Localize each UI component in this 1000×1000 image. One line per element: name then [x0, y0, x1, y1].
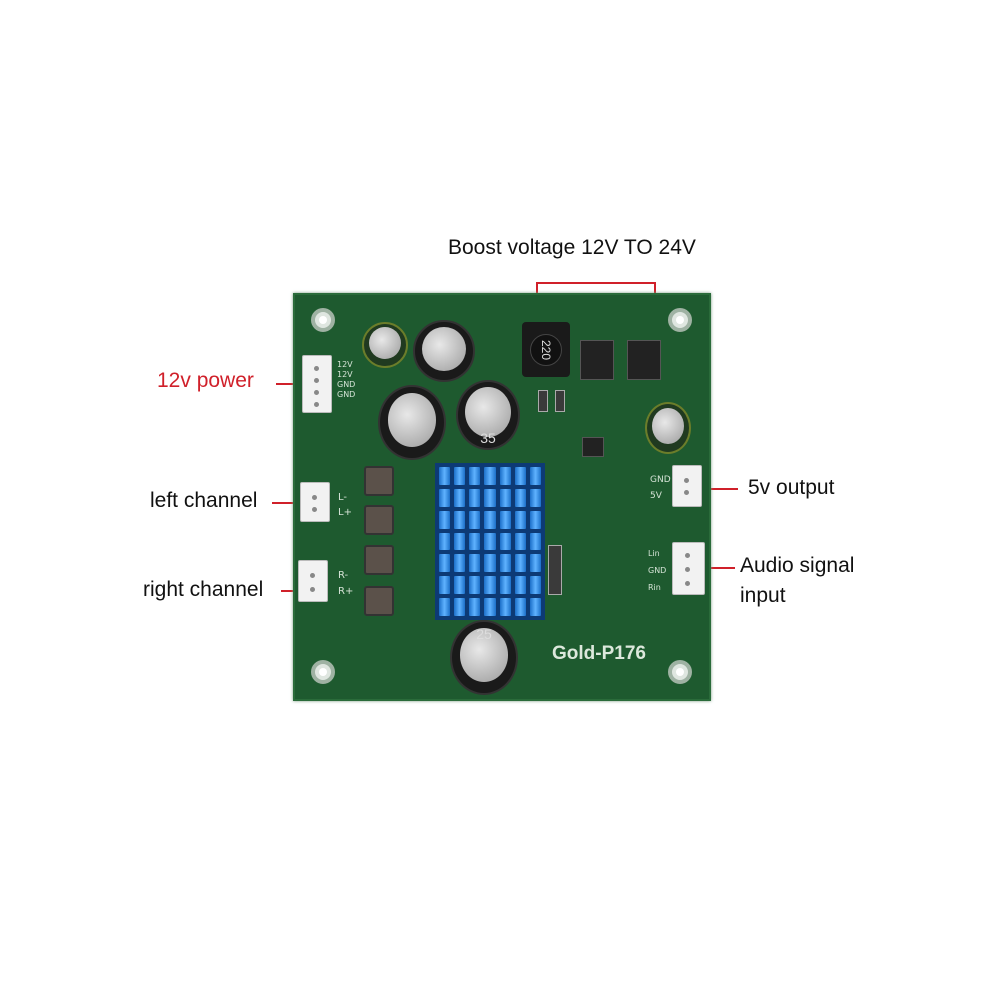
- capacitor: [378, 385, 446, 460]
- inductor: [364, 545, 394, 575]
- smd-component: [548, 545, 562, 595]
- power-label: 12v power: [157, 369, 254, 392]
- board-name: Gold-P176: [552, 643, 646, 664]
- boost-bracket: [536, 282, 656, 284]
- regulator: [627, 340, 661, 380]
- audio-input-connector: [672, 542, 705, 595]
- right-connector: [298, 560, 328, 602]
- inductor-marking: 220: [530, 334, 562, 366]
- inductor: [364, 505, 394, 535]
- mount-hole: [668, 308, 692, 332]
- 5v-output-label: 5v output: [748, 476, 835, 499]
- cap-marking: 35: [480, 430, 496, 446]
- capacitor: [413, 320, 475, 382]
- capacitor: 35: [456, 380, 520, 450]
- boost-inductor: 220: [522, 322, 570, 377]
- cap-marking: 25: [476, 626, 492, 642]
- left-pin-labels: L-L+: [338, 492, 352, 518]
- ic-chip: [582, 437, 604, 457]
- left-connector: [300, 482, 330, 522]
- capacitor: [362, 322, 408, 368]
- 5v-pointer: [693, 488, 738, 490]
- capacitor: [645, 402, 691, 454]
- mount-hole: [311, 660, 335, 684]
- audio-input-label-2: input: [740, 584, 786, 607]
- boost-voltage-label: Boost voltage 12V TO 24V: [448, 236, 696, 259]
- smd-component: [538, 390, 548, 412]
- power-connector: [302, 355, 332, 413]
- left-channel-label: left channel: [150, 489, 258, 512]
- audio-pointer: [693, 567, 735, 569]
- regulator: [580, 340, 614, 380]
- capacitor: 25: [450, 620, 518, 695]
- smd-component: [555, 390, 565, 412]
- inductor: [364, 466, 394, 496]
- heatsink: [435, 463, 545, 620]
- right-channel-label: right channel: [143, 578, 264, 601]
- right-pin-labels: R-R+: [338, 570, 354, 597]
- left-pointer: [272, 502, 306, 504]
- audio-input-label: Audio signal: [740, 554, 855, 577]
- mount-hole: [668, 660, 692, 684]
- 5v-connector: [672, 465, 702, 507]
- inductor: [364, 586, 394, 616]
- mount-hole: [311, 308, 335, 332]
